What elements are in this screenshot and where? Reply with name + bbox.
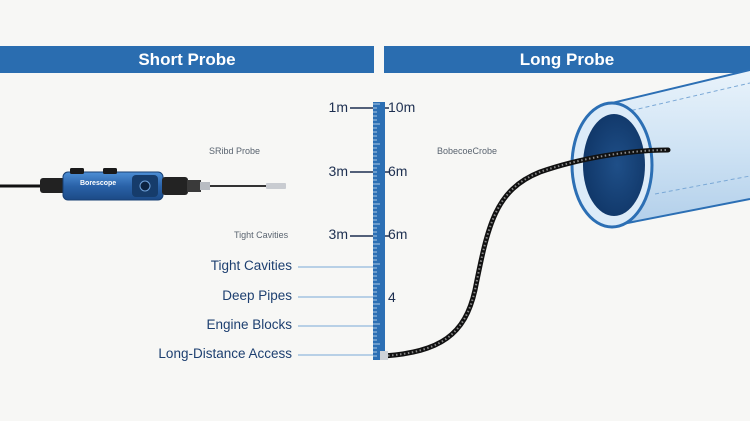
length-ruler	[373, 102, 385, 360]
device-brand-label: Borescope	[80, 180, 117, 187]
application-tight-cavities: Tight Cavities	[210, 258, 292, 273]
long-probe-caption: BobecoeCrobe	[437, 146, 498, 156]
long-probe-cable	[380, 147, 671, 360]
tight-cavities-small-caption: Tight Cavities	[234, 230, 289, 240]
scale-left-1: 1m	[328, 99, 348, 115]
pipe-top-edge	[611, 69, 750, 104]
scale-left-3: 3m	[328, 226, 348, 242]
pipe-opening	[583, 114, 645, 216]
device-neck	[162, 177, 188, 195]
cable-end-fitting	[380, 351, 388, 360]
scale-right-3: 6m	[388, 226, 408, 242]
device-button-2	[103, 168, 117, 174]
ruler-ticks	[373, 103, 380, 357]
scale-right-4: 4	[388, 289, 396, 305]
pipe-seam-top	[624, 82, 750, 113]
ruler-bar	[373, 102, 385, 360]
device-tip-connector	[200, 182, 210, 190]
short-probe-tip	[266, 183, 286, 189]
scale-right-1: 10m	[388, 99, 416, 115]
device-button-1	[70, 168, 84, 174]
short-probe-banner: Short Probe	[0, 46, 374, 73]
application-engine-blocks: Engine Blocks	[206, 317, 292, 332]
scale-right-2: 6m	[388, 163, 408, 179]
pipe-illustration	[570, 69, 750, 229]
short-probe-title: Short Probe	[138, 49, 236, 69]
short-probe-device	[0, 168, 286, 201]
pipe-seam-bottom	[654, 175, 750, 195]
scale-left-2: 3m	[328, 163, 348, 179]
cable-strain-relief	[40, 178, 66, 193]
application-leader-lines	[298, 107, 389, 356]
power-button-icon	[139, 180, 151, 192]
long-probe-title: Long Probe	[519, 49, 615, 69]
pipe-bottom-edge	[611, 198, 750, 227]
short-probe-caption: SRibd Probe	[209, 146, 261, 156]
application-deep-pipes: Deep Pipes	[222, 288, 292, 303]
cable-core	[381, 147, 671, 359]
long-probe-banner: Long Probe	[384, 46, 750, 73]
application-long-distance-access: Long-Distance Access	[158, 346, 292, 361]
device-collar	[187, 180, 201, 192]
